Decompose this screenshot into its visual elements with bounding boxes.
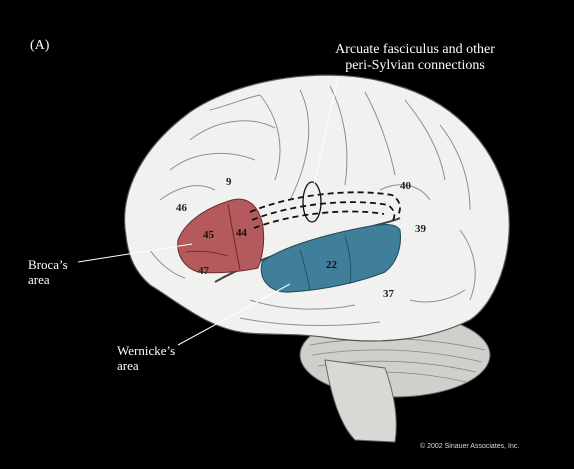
broca-label: Broca’s area	[28, 257, 68, 287]
broca-sulcus	[184, 250, 229, 257]
panel-label: (A)	[30, 38, 50, 53]
area-45-label: 45	[203, 229, 214, 241]
area-39-label: 39	[415, 223, 426, 235]
broca-label-line2: area	[28, 272, 50, 287]
brainstem	[324, 359, 397, 443]
broca-leader-line	[77, 243, 193, 263]
area-37-label: 37	[383, 288, 394, 300]
area-9-label: 9	[226, 176, 232, 188]
cerebral-hemisphere	[124, 74, 510, 342]
wernicke-sulci	[299, 235, 352, 291]
broca-region	[177, 198, 265, 274]
arcuate-label: Arcuate fasciculus and other peri-Sylvia…	[300, 42, 530, 74]
wernicke-label-line1: Wernicke’s	[117, 343, 176, 358]
area-40-label: 40	[400, 180, 411, 192]
arcuate-leader-line	[313, 77, 339, 185]
area-44-label: 44	[236, 227, 247, 239]
wernicke-leader-line	[177, 283, 291, 346]
broca-label-line1: Broca’s	[28, 257, 68, 272]
sulci-lines	[149, 85, 476, 326]
arcuate-label-line2: peri-Sylvian connections	[345, 58, 485, 73]
broca-boundary	[227, 203, 241, 271]
area-22-label: 22	[326, 259, 337, 271]
area-46-label: 46	[176, 202, 187, 214]
wernicke-region	[260, 224, 401, 293]
arcuate-highlight-ellipse	[302, 181, 322, 223]
wernicke-label: Wernicke’s area	[117, 343, 175, 373]
arcuate-fasciculus-paths	[249, 191, 401, 229]
copyright-notice: © 2002 Sinauer Associates, Inc.	[420, 443, 520, 450]
wernicke-label-line2: area	[117, 358, 139, 373]
arcuate-label-line1: Arcuate fasciculus and other	[335, 42, 495, 57]
area-47-label: 47	[198, 265, 209, 277]
